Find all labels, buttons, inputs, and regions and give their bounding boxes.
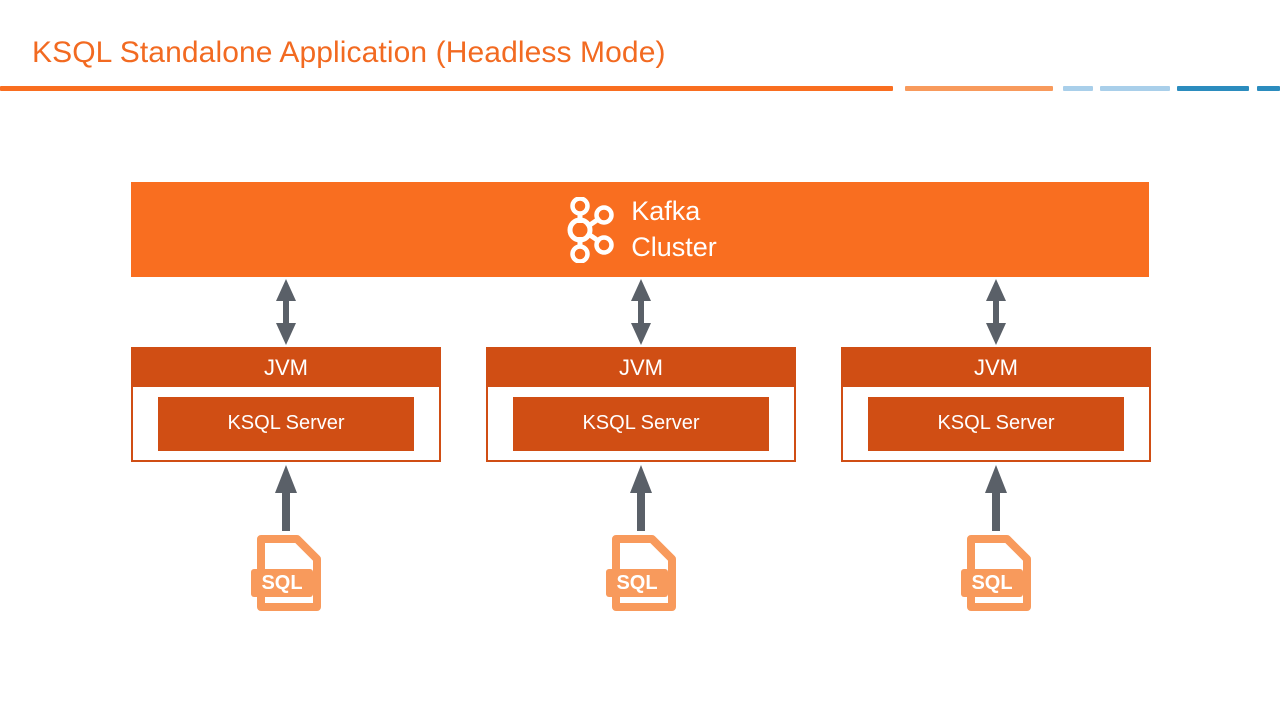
jvm-box: JVM KSQL Server [841, 347, 1151, 462]
up-arrow-sql-jvm-icon [985, 465, 1007, 531]
double-arrow-kafka-jvm-icon [276, 279, 296, 345]
rule-segment-orange-main [0, 86, 893, 91]
sql-file-label: SQL [261, 572, 302, 594]
up-arrow-sql-jvm-icon [630, 465, 652, 531]
kafka-cluster-bar: Kafka Cluster [131, 182, 1149, 277]
ksql-server-box: KSQL Server [158, 396, 414, 451]
page-title: KSQL Standalone Application (Headless Mo… [32, 36, 666, 69]
rule-segment-blue-dark [1177, 86, 1249, 91]
ksql-server-box: KSQL Server [513, 396, 769, 451]
jvm-box: JVM KSQL Server [131, 347, 441, 462]
sql-file-label: SQL [616, 572, 657, 594]
kafka-cluster-label: Kafka Cluster [631, 195, 717, 262]
jvm-body: KSQL Server [488, 387, 794, 460]
rule-segment-blue-pale-2 [1100, 86, 1170, 91]
jvm-body: KSQL Server [133, 387, 439, 460]
rule-segment-blue-dark-2 [1257, 86, 1280, 91]
sql-file-icon: SQL [961, 535, 1031, 611]
kafka-cluster-content: Kafka Cluster [563, 194, 717, 265]
rule-segment-orange-light [905, 86, 1053, 91]
title-decorative-rule [0, 86, 1280, 91]
jvm-label: JVM [843, 349, 1149, 387]
sql-file-label: SQL [971, 572, 1012, 594]
double-arrow-kafka-jvm-icon [986, 279, 1006, 345]
jvm-label: JVM [488, 349, 794, 387]
double-arrow-kafka-jvm-icon [631, 279, 651, 345]
jvm-box: JVM KSQL Server [486, 347, 796, 462]
sql-file-icon: SQL [606, 535, 676, 611]
kafka-logo-icon [567, 196, 614, 263]
rule-segment-blue-pale-1 [1063, 86, 1093, 91]
sql-file-icon: SQL [251, 535, 321, 611]
up-arrow-sql-jvm-icon [275, 465, 297, 531]
jvm-body: KSQL Server [843, 387, 1149, 460]
ksql-server-box: KSQL Server [868, 396, 1124, 451]
jvm-label: JVM [133, 349, 439, 387]
